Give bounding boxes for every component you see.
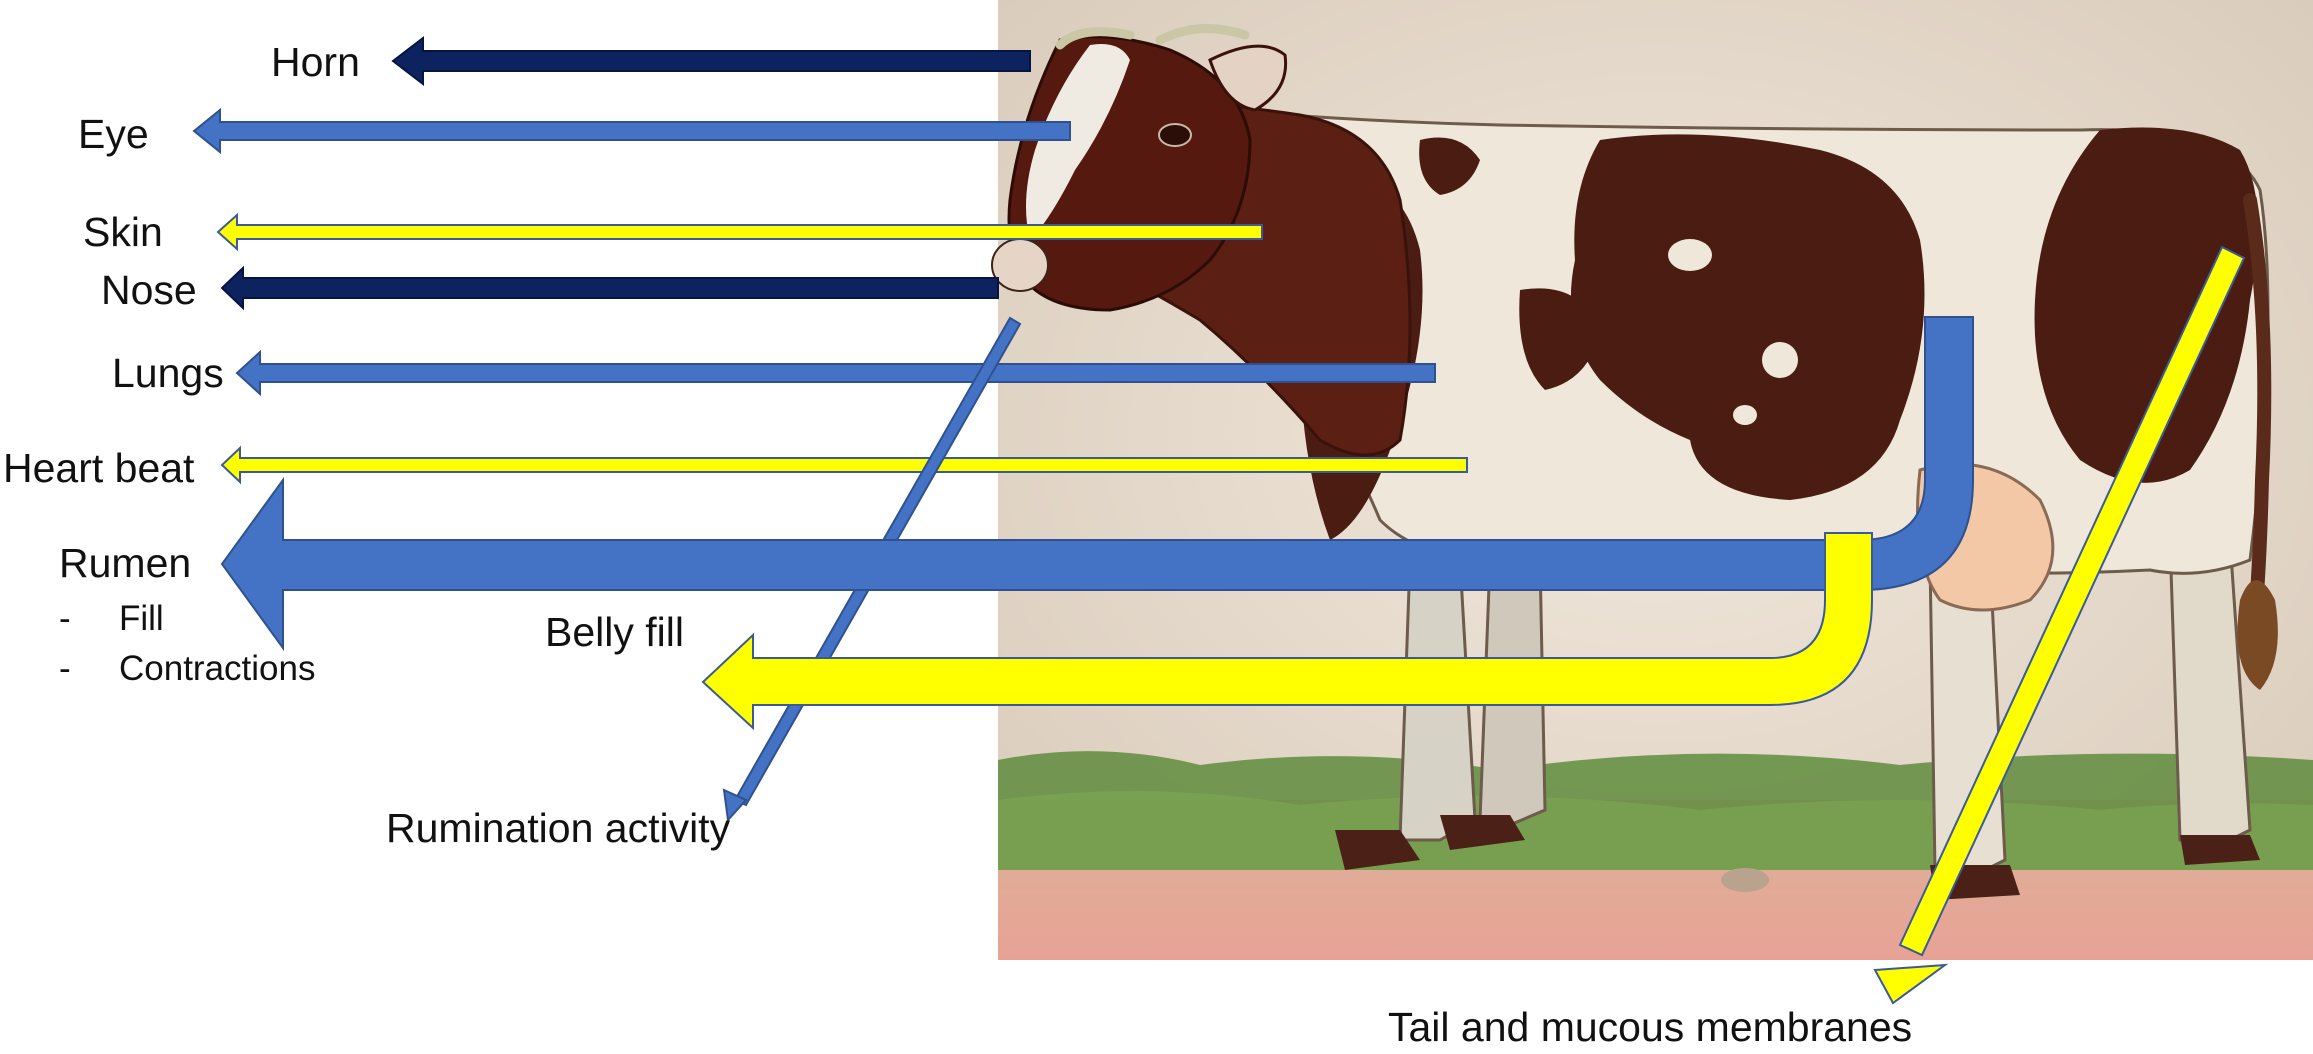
label-horn: Horn [271, 42, 360, 83]
label-eye: Eye [78, 114, 149, 155]
rumen-item-contractions-bullet: - [59, 651, 71, 686]
label-tail-mucous: Tail and mucous membranes [1388, 1007, 1912, 1048]
label-rumen: Rumen [59, 543, 191, 584]
label-heart-beat: Heart beat [3, 448, 194, 489]
label-nose: Nose [101, 270, 197, 311]
label-skin: Skin [83, 212, 163, 253]
cow-muzzle [992, 239, 1048, 291]
arrow-horn [393, 38, 1030, 84]
arrow-tail-head [1875, 965, 1945, 1003]
arrow-eye [194, 110, 1070, 152]
stone [1721, 868, 1769, 892]
rumen-item-fill-bullet: - [59, 601, 71, 636]
rumen-item-fill: Fill [119, 601, 164, 636]
arrow-nose [222, 268, 998, 308]
label-rumination-activity: Rumination activity [386, 808, 730, 849]
label-belly-fill: Belly fill [545, 612, 684, 653]
label-lungs: Lungs [112, 353, 224, 394]
rumen-item-contractions: Contractions [119, 651, 315, 686]
cow-eye [1159, 124, 1191, 146]
